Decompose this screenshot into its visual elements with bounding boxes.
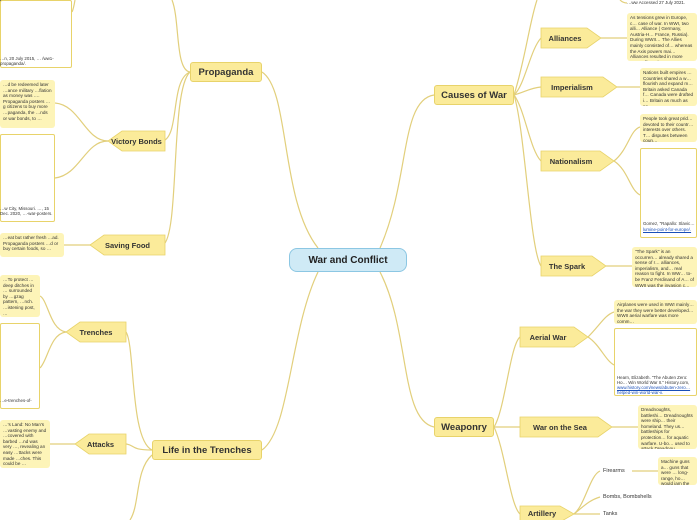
saving-food-shape: [89, 234, 166, 256]
trenches-image-caption: …e-trenches-of-: [0, 398, 32, 403]
aerial-war-image-caption: Hearn, Elizabeth. "The Abuten Zero: Ho… …: [617, 375, 690, 385]
nationalism-caption-link[interactable]: lumine-point-for-europe/.: [643, 227, 692, 232]
imperialism-shape: [540, 76, 618, 98]
nationalism-image-link[interactable]: lumine-point-for-europe/.: [643, 227, 697, 233]
war-on-the-sea-shape: [519, 416, 613, 438]
aerial-war-shape: [519, 326, 589, 348]
topic-life-in-the-trenches[interactable]: Life in the Trenches: [152, 440, 262, 460]
victory-bonds-image-frame: [0, 134, 55, 222]
the-spark-note: "The Spark" is an occurren… already shar…: [632, 247, 697, 287]
subtopic-nationalism[interactable]: Nationalism: [549, 156, 593, 166]
leaf-tanks[interactable]: Tanks: [603, 511, 618, 517]
victory-bonds-note: …d be redeemed later …ance military …fla…: [0, 80, 55, 128]
subtopic-saving-food[interactable]: Saving Food: [105, 240, 150, 250]
nationalism-note: People took great prid… devoted to their…: [640, 114, 697, 142]
aerial-caption-link[interactable]: www.history.com/news/abuten-zero… helped…: [617, 385, 691, 395]
propaganda-image-caption: …n, 20 July 2015, … /ww1-propaganda/.: [0, 56, 54, 67]
subtopic-alliances[interactable]: Alliances: [548, 33, 582, 43]
trenches-note: …To protect … deep ditches in … surround…: [0, 275, 40, 317]
attacks-note: …'s Land: No Man's …vasting enemy and …c…: [0, 420, 50, 468]
the-spark-shape: [540, 255, 607, 277]
war-on-the-sea-note: Dreadnoughts, battleshi… Dreadnoughts we…: [638, 405, 697, 449]
top-right-caption: …ww Accessed 27 July 2021.: [627, 0, 686, 5]
subtopic-imperialism[interactable]: Imperialism: [551, 82, 593, 92]
topic-weaponry[interactable]: Weaponry: [434, 417, 494, 437]
aerial-war-image-frame: [614, 328, 697, 396]
nationalism-shape: [540, 150, 615, 172]
victory-bonds-shape: [107, 130, 166, 152]
nationalism-image-frame: [640, 148, 697, 238]
artillery-shape: [519, 505, 575, 520]
subtopic-attacks[interactable]: Attacks: [86, 439, 115, 449]
subtopic-war-on-the-sea[interactable]: War on the Sea: [533, 422, 587, 432]
alliances-shape: [540, 27, 602, 49]
saving-food-note: …eat but rather fresh …ad. Propaganda po…: [0, 233, 64, 257]
subtopic-artillery[interactable]: Artillery: [527, 508, 557, 518]
imperialism-note: Nations built empires … Countries shared…: [640, 68, 697, 106]
subtopic-aerial-war[interactable]: Aerial War: [529, 332, 567, 342]
central-topic[interactable]: War and Conflict: [289, 248, 407, 272]
subtopic-the-spark[interactable]: The Spark: [548, 261, 586, 271]
attacks-shape: [74, 433, 127, 455]
aerial-war-note: Airplanes were used in WWI mainly… the w…: [614, 300, 697, 324]
leaf-bombs-bombshells[interactable]: Bombs, Bombshells: [603, 494, 652, 500]
leaf-firearms[interactable]: Firearms: [603, 468, 625, 474]
trenches-image-frame: [0, 323, 40, 409]
topic-causes-of-war[interactable]: Causes of War: [434, 85, 514, 105]
trenches-shape: [65, 321, 127, 343]
subtopic-victory-bonds[interactable]: Victory Bonds: [111, 136, 162, 146]
propaganda-image-frame: [0, 0, 72, 68]
aerial-war-image-link[interactable]: www.history.com/news/abuten-zero… helped…: [617, 385, 697, 395]
victory-bonds-image-caption: …w City, Missouri. …, 15 Dec. 2020, …-wa…: [0, 206, 53, 217]
subtopic-trenches[interactable]: Trenches: [79, 327, 113, 337]
nationalism-image-caption: Gomez, "Rapallo: Slavic… Europe," Eyes o…: [643, 221, 695, 227]
firearms-note: Machine guns a… guns that were … long-ra…: [658, 457, 697, 485]
alliances-note: As tensions grew in Europe, c… case of w…: [627, 13, 697, 61]
topic-propaganda[interactable]: Propaganda: [190, 62, 262, 82]
